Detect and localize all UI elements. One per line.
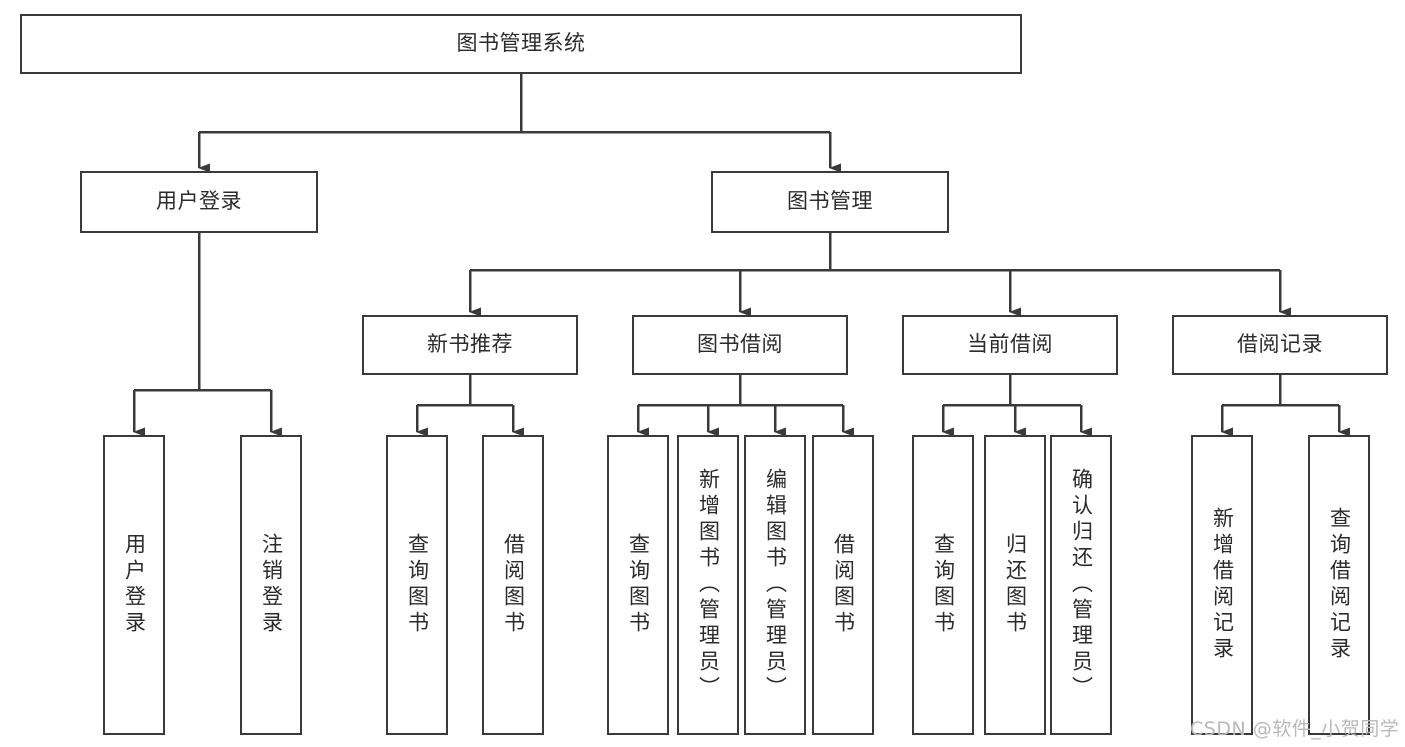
node-leaf-user-logout[interactable]: 注销登录 <box>240 435 302 735</box>
node-leaf-query-book-3[interactable]: 查询图书 <box>912 435 974 735</box>
node-borrow-record[interactable]: 借阅记录 <box>1172 315 1388 375</box>
csdn-watermark: CSDN @软件_小贺同学 <box>1190 718 1400 740</box>
node-leaf-edit-book[interactable]: 编辑图书（管理员） <box>744 435 806 735</box>
node-book-manage[interactable]: 图书管理 <box>711 171 949 233</box>
node-user-login[interactable]: 用户登录 <box>80 171 318 233</box>
node-label-leaf-add-book: 新增图书（管理员） <box>696 468 721 702</box>
node-leaf-query-book-1[interactable]: 查询图书 <box>386 435 448 735</box>
node-label-book-manage: 图书管理 <box>787 189 873 214</box>
node-label-leaf-edit-book: 编辑图书（管理员） <box>763 468 788 702</box>
node-book-borrow[interactable]: 图书借阅 <box>632 315 848 375</box>
node-leaf-confirm-return[interactable]: 确认归还（管理员） <box>1050 435 1112 735</box>
node-label-leaf-confirm-return: 确认归还（管理员） <box>1069 468 1094 702</box>
node-label-book-borrow: 图书借阅 <box>697 332 783 357</box>
node-leaf-query-record[interactable]: 查询借阅记录 <box>1308 435 1370 735</box>
node-label-borrow-record: 借阅记录 <box>1237 332 1323 357</box>
node-label-leaf-user-logout: 注销登录 <box>259 533 284 637</box>
node-label-leaf-query-record: 查询借阅记录 <box>1327 507 1352 663</box>
node-label-root: 图书管理系统 <box>456 31 586 56</box>
edge-group <box>132 74 1350 437</box>
node-label-new-book-rec: 新书推荐 <box>427 332 513 357</box>
node-label-leaf-borrow-book-2: 借阅图书 <box>831 533 856 637</box>
node-label-leaf-query-book-3: 查询图书 <box>931 533 956 637</box>
node-leaf-borrow-book-1[interactable]: 借阅图书 <box>482 435 544 735</box>
node-new-book-rec[interactable]: 新书推荐 <box>362 315 578 375</box>
node-leaf-borrow-book-2[interactable]: 借阅图书 <box>812 435 874 735</box>
node-label-leaf-borrow-book-1: 借阅图书 <box>501 533 526 637</box>
node-leaf-add-record[interactable]: 新增借阅记录 <box>1191 435 1253 735</box>
node-root[interactable]: 图书管理系统 <box>20 14 1022 74</box>
node-label-user-login: 用户登录 <box>156 189 242 214</box>
node-leaf-return-book[interactable]: 归还图书 <box>984 435 1046 735</box>
node-label-leaf-query-book-2: 查询图书 <box>626 533 651 637</box>
node-label-current-borrow: 当前借阅 <box>967 332 1053 357</box>
node-current-borrow[interactable]: 当前借阅 <box>902 315 1118 375</box>
node-label-leaf-user-login: 用户登录 <box>122 533 147 637</box>
node-label-leaf-add-record: 新增借阅记录 <box>1210 507 1235 663</box>
node-leaf-user-login[interactable]: 用户登录 <box>103 435 165 735</box>
node-label-leaf-query-book-1: 查询图书 <box>405 533 430 637</box>
node-label-leaf-return-book: 归还图书 <box>1003 533 1028 637</box>
node-leaf-query-book-2[interactable]: 查询图书 <box>607 435 669 735</box>
node-leaf-add-book[interactable]: 新增图书（管理员） <box>677 435 739 735</box>
